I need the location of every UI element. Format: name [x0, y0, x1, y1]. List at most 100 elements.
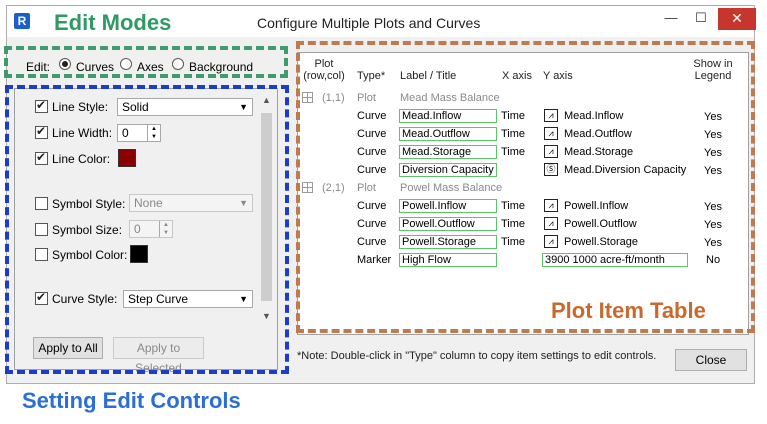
- row-type[interactable]: Curve: [357, 200, 387, 212]
- row-xaxis: Time: [501, 128, 526, 140]
- edit-modes-highlight: [4, 46, 288, 78]
- row-label[interactable]: Powel Mass Balance: [400, 182, 503, 194]
- symbol-size-label: Symbol Size:: [52, 223, 123, 237]
- row-type[interactable]: Marker: [357, 254, 392, 266]
- row-legend[interactable]: Yes: [704, 111, 722, 123]
- row-label-field[interactable]: Powell.Inflow: [399, 199, 497, 213]
- line-style-label: Line Style:: [52, 100, 109, 114]
- row-label-field[interactable]: Powell.Storage: [399, 235, 497, 249]
- row-plot-position: (2,1): [322, 182, 345, 194]
- row-type[interactable]: Curve: [357, 128, 387, 140]
- radio-axes-label[interactable]: Axes: [137, 60, 164, 74]
- series-chart-icon: ⩘: [544, 199, 558, 212]
- row-type[interactable]: Curve: [357, 146, 387, 158]
- chevron-down-icon: ▼: [239, 198, 248, 208]
- row-xaxis: Time: [501, 236, 526, 248]
- line-color-swatch[interactable]: [118, 149, 136, 167]
- scroll-up-icon[interactable]: ▲: [262, 95, 271, 105]
- plot-grid-icon: [302, 92, 313, 103]
- header-xaxis: X axis: [502, 70, 532, 82]
- scroll-thumb[interactable]: [261, 113, 272, 301]
- series-chart-icon: ⩘: [544, 109, 558, 122]
- curve-style-checkbox[interactable]: [35, 290, 48, 305]
- symbol-size-checkbox[interactable]: [35, 223, 48, 236]
- capacity-series-icon: Ⓢ: [544, 163, 558, 176]
- header-plot-line2: (row,col): [303, 70, 345, 82]
- row-plot-position: (1,1): [322, 92, 345, 104]
- row-type[interactable]: Curve: [357, 236, 387, 248]
- row-type[interactable]: Curve: [357, 164, 387, 176]
- row-label-field[interactable]: Diversion Capacity: [399, 163, 497, 177]
- row-label-field[interactable]: Mead.Storage: [399, 145, 497, 159]
- radio-curves[interactable]: [59, 58, 71, 70]
- close-button[interactable]: Close: [675, 349, 747, 371]
- radio-background-label[interactable]: Background: [189, 60, 254, 74]
- spinner-arrows-icon[interactable]: ▲▼: [159, 221, 172, 237]
- row-type[interactable]: Plot: [357, 92, 376, 104]
- symbol-color-swatch[interactable]: [130, 245, 148, 263]
- setting-edit-controls-highlight: [5, 85, 289, 374]
- window-title: Configure Multiple Plots and Curves: [257, 15, 481, 31]
- header-legend-line1: Show in: [693, 58, 733, 70]
- symbol-size-stepper[interactable]: 0 ▲▼: [129, 220, 173, 238]
- apply-to-all-button[interactable]: Apply to All: [33, 337, 103, 359]
- line-color-checkbox[interactable]: [35, 150, 48, 165]
- row-type[interactable]: Plot: [357, 182, 376, 194]
- row-label[interactable]: Mead Mass Balance: [400, 92, 500, 104]
- row-yaxis: Powell.Storage: [564, 236, 638, 248]
- symbol-color-label: Symbol Color:: [52, 248, 128, 262]
- row-xaxis: Time: [501, 218, 526, 230]
- header-yaxis: Y axis: [543, 70, 573, 82]
- row-legend[interactable]: Yes: [704, 129, 722, 141]
- row-marker-value-field[interactable]: 3900 1000 acre-ft/month: [542, 253, 688, 267]
- row-legend[interactable]: Yes: [704, 201, 722, 213]
- row-legend[interactable]: Yes: [704, 147, 722, 159]
- series-chart-icon: ⩘: [544, 217, 558, 230]
- row-legend[interactable]: No: [706, 254, 721, 266]
- symbol-style-select[interactable]: None▼: [129, 194, 253, 212]
- line-style-select[interactable]: Solid▼: [117, 98, 253, 116]
- scroll-down-icon[interactable]: ▼: [262, 311, 271, 321]
- edit-mode-bar: Edit: Curves Axes Background: [8, 52, 284, 80]
- radio-curves-label[interactable]: Curves: [76, 60, 115, 74]
- row-yaxis: Mead.Storage: [564, 146, 634, 158]
- row-label-field[interactable]: High Flow: [399, 253, 497, 267]
- symbol-color-checkbox[interactable]: [35, 248, 48, 261]
- maximize-button[interactable]: ☐: [695, 10, 707, 25]
- curve-style-select[interactable]: Step Curve▼: [123, 290, 253, 308]
- row-xaxis: Time: [501, 146, 526, 158]
- row-yaxis: Powell.Inflow: [564, 200, 629, 212]
- row-legend[interactable]: Yes: [704, 165, 722, 177]
- row-label-field[interactable]: Powell.Outflow: [399, 217, 497, 231]
- edit-modes-annotation: Edit Modes: [54, 10, 172, 35]
- radio-background[interactable]: [172, 58, 184, 70]
- line-style-checkbox[interactable]: [35, 98, 48, 113]
- header-plot: Plot(row,col): [303, 58, 345, 82]
- series-chart-icon: ⩘: [544, 127, 558, 140]
- setting-edit-controls-annotation: Setting Edit Controls: [22, 388, 241, 413]
- controls-scrollbar[interactable]: ▲ ▼: [260, 95, 273, 325]
- row-type[interactable]: Curve: [357, 110, 387, 122]
- plot-item-table: [297, 52, 749, 335]
- row-xaxis: Time: [501, 200, 526, 212]
- row-label-field[interactable]: Mead.Inflow: [399, 109, 497, 123]
- app-logo-icon: R: [14, 13, 30, 29]
- radio-axes[interactable]: [120, 58, 132, 70]
- row-yaxis: Mead.Diversion Capacity: [564, 164, 687, 176]
- header-type: Type*: [357, 70, 386, 82]
- row-type[interactable]: Curve: [357, 218, 387, 230]
- line-width-stepper[interactable]: 0▲▼: [117, 124, 161, 142]
- curve-style-label: Curve Style:: [52, 292, 118, 306]
- symbol-style-checkbox[interactable]: [35, 197, 48, 210]
- minimize-button[interactable]: —: [664, 10, 678, 25]
- row-legend[interactable]: Yes: [704, 237, 722, 249]
- note-text: *Note: Double-click in "Type" column to …: [297, 350, 657, 362]
- spinner-arrows-icon[interactable]: ▲▼: [147, 125, 160, 141]
- line-width-checkbox[interactable]: [35, 124, 48, 139]
- edit-label: Edit:: [26, 60, 51, 74]
- row-legend[interactable]: Yes: [704, 219, 722, 231]
- close-window-button[interactable]: ✕: [718, 8, 756, 30]
- symbol-size-value: 0: [134, 222, 141, 236]
- row-label-field[interactable]: Mead.Outflow: [399, 127, 497, 141]
